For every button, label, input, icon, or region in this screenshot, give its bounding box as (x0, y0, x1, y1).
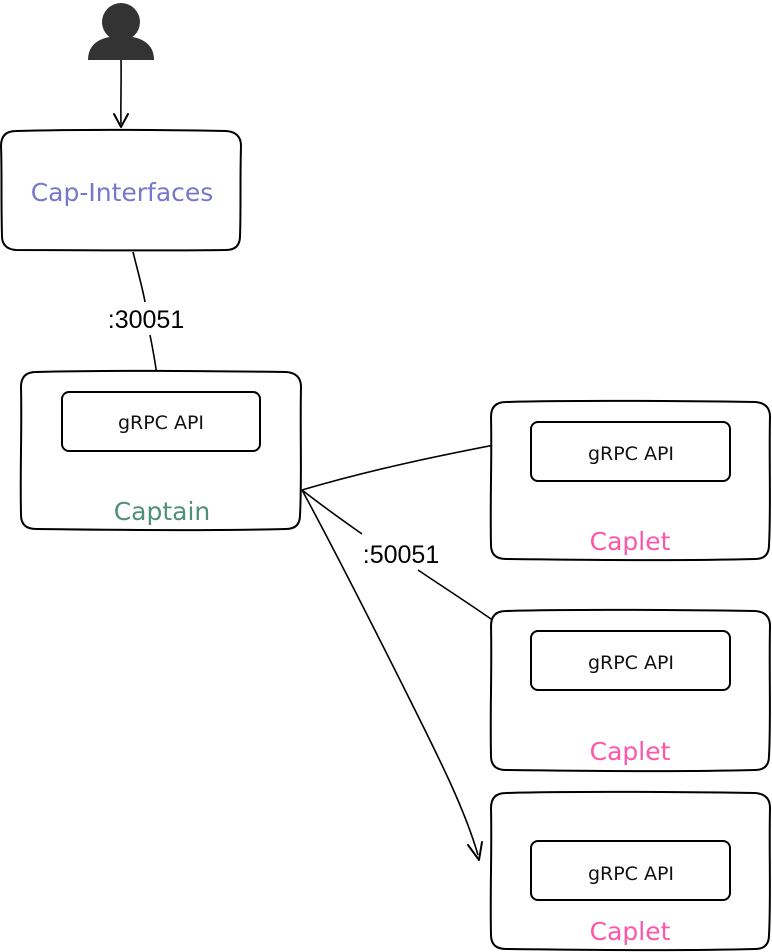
edge-captain-to-caplet-3 (301, 489, 483, 861)
caplet-1-grpc-api-box (530, 421, 731, 482)
node-caplet-3[interactable]: gRPC API Caplet (489, 790, 772, 952)
cap-interfaces-label: Cap-Interfaces (31, 178, 214, 207)
node-captain[interactable]: gRPC API Captain (19, 369, 303, 532)
node-caplet-1[interactable]: gRPC API Caplet (489, 399, 772, 562)
edge-label-50051: :50051 (363, 541, 439, 569)
captain-label: Captain (114, 497, 211, 526)
caplet-1-grpc-api-label: gRPC API (588, 443, 674, 465)
caplet-3-label: Caplet (590, 917, 671, 946)
caplet-3-grpc-api-box (530, 840, 731, 901)
caplet-2-label: Caplet (590, 737, 671, 766)
caplet-2-grpc-api-label: gRPC API (588, 652, 674, 674)
edge-user-to-interfaces (113, 59, 129, 128)
port-label-bg (96, 302, 192, 334)
caplet-1-label: Caplet (590, 527, 671, 556)
captain-grpc-api-box (61, 391, 261, 452)
captain-grpc-api-label: gRPC API (118, 412, 204, 434)
edge-label-30051: :30051 (108, 306, 184, 334)
caplet-3-grpc-api-label: gRPC API (588, 863, 674, 885)
node-caplet-2[interactable]: gRPC API Caplet (489, 608, 772, 773)
node-cap-interfaces[interactable]: Cap-Interfaces (0, 128, 243, 252)
caplet-2-grpc-api-box (530, 630, 731, 691)
port-label-bg-2 (353, 537, 449, 569)
user-icon (88, 3, 154, 60)
